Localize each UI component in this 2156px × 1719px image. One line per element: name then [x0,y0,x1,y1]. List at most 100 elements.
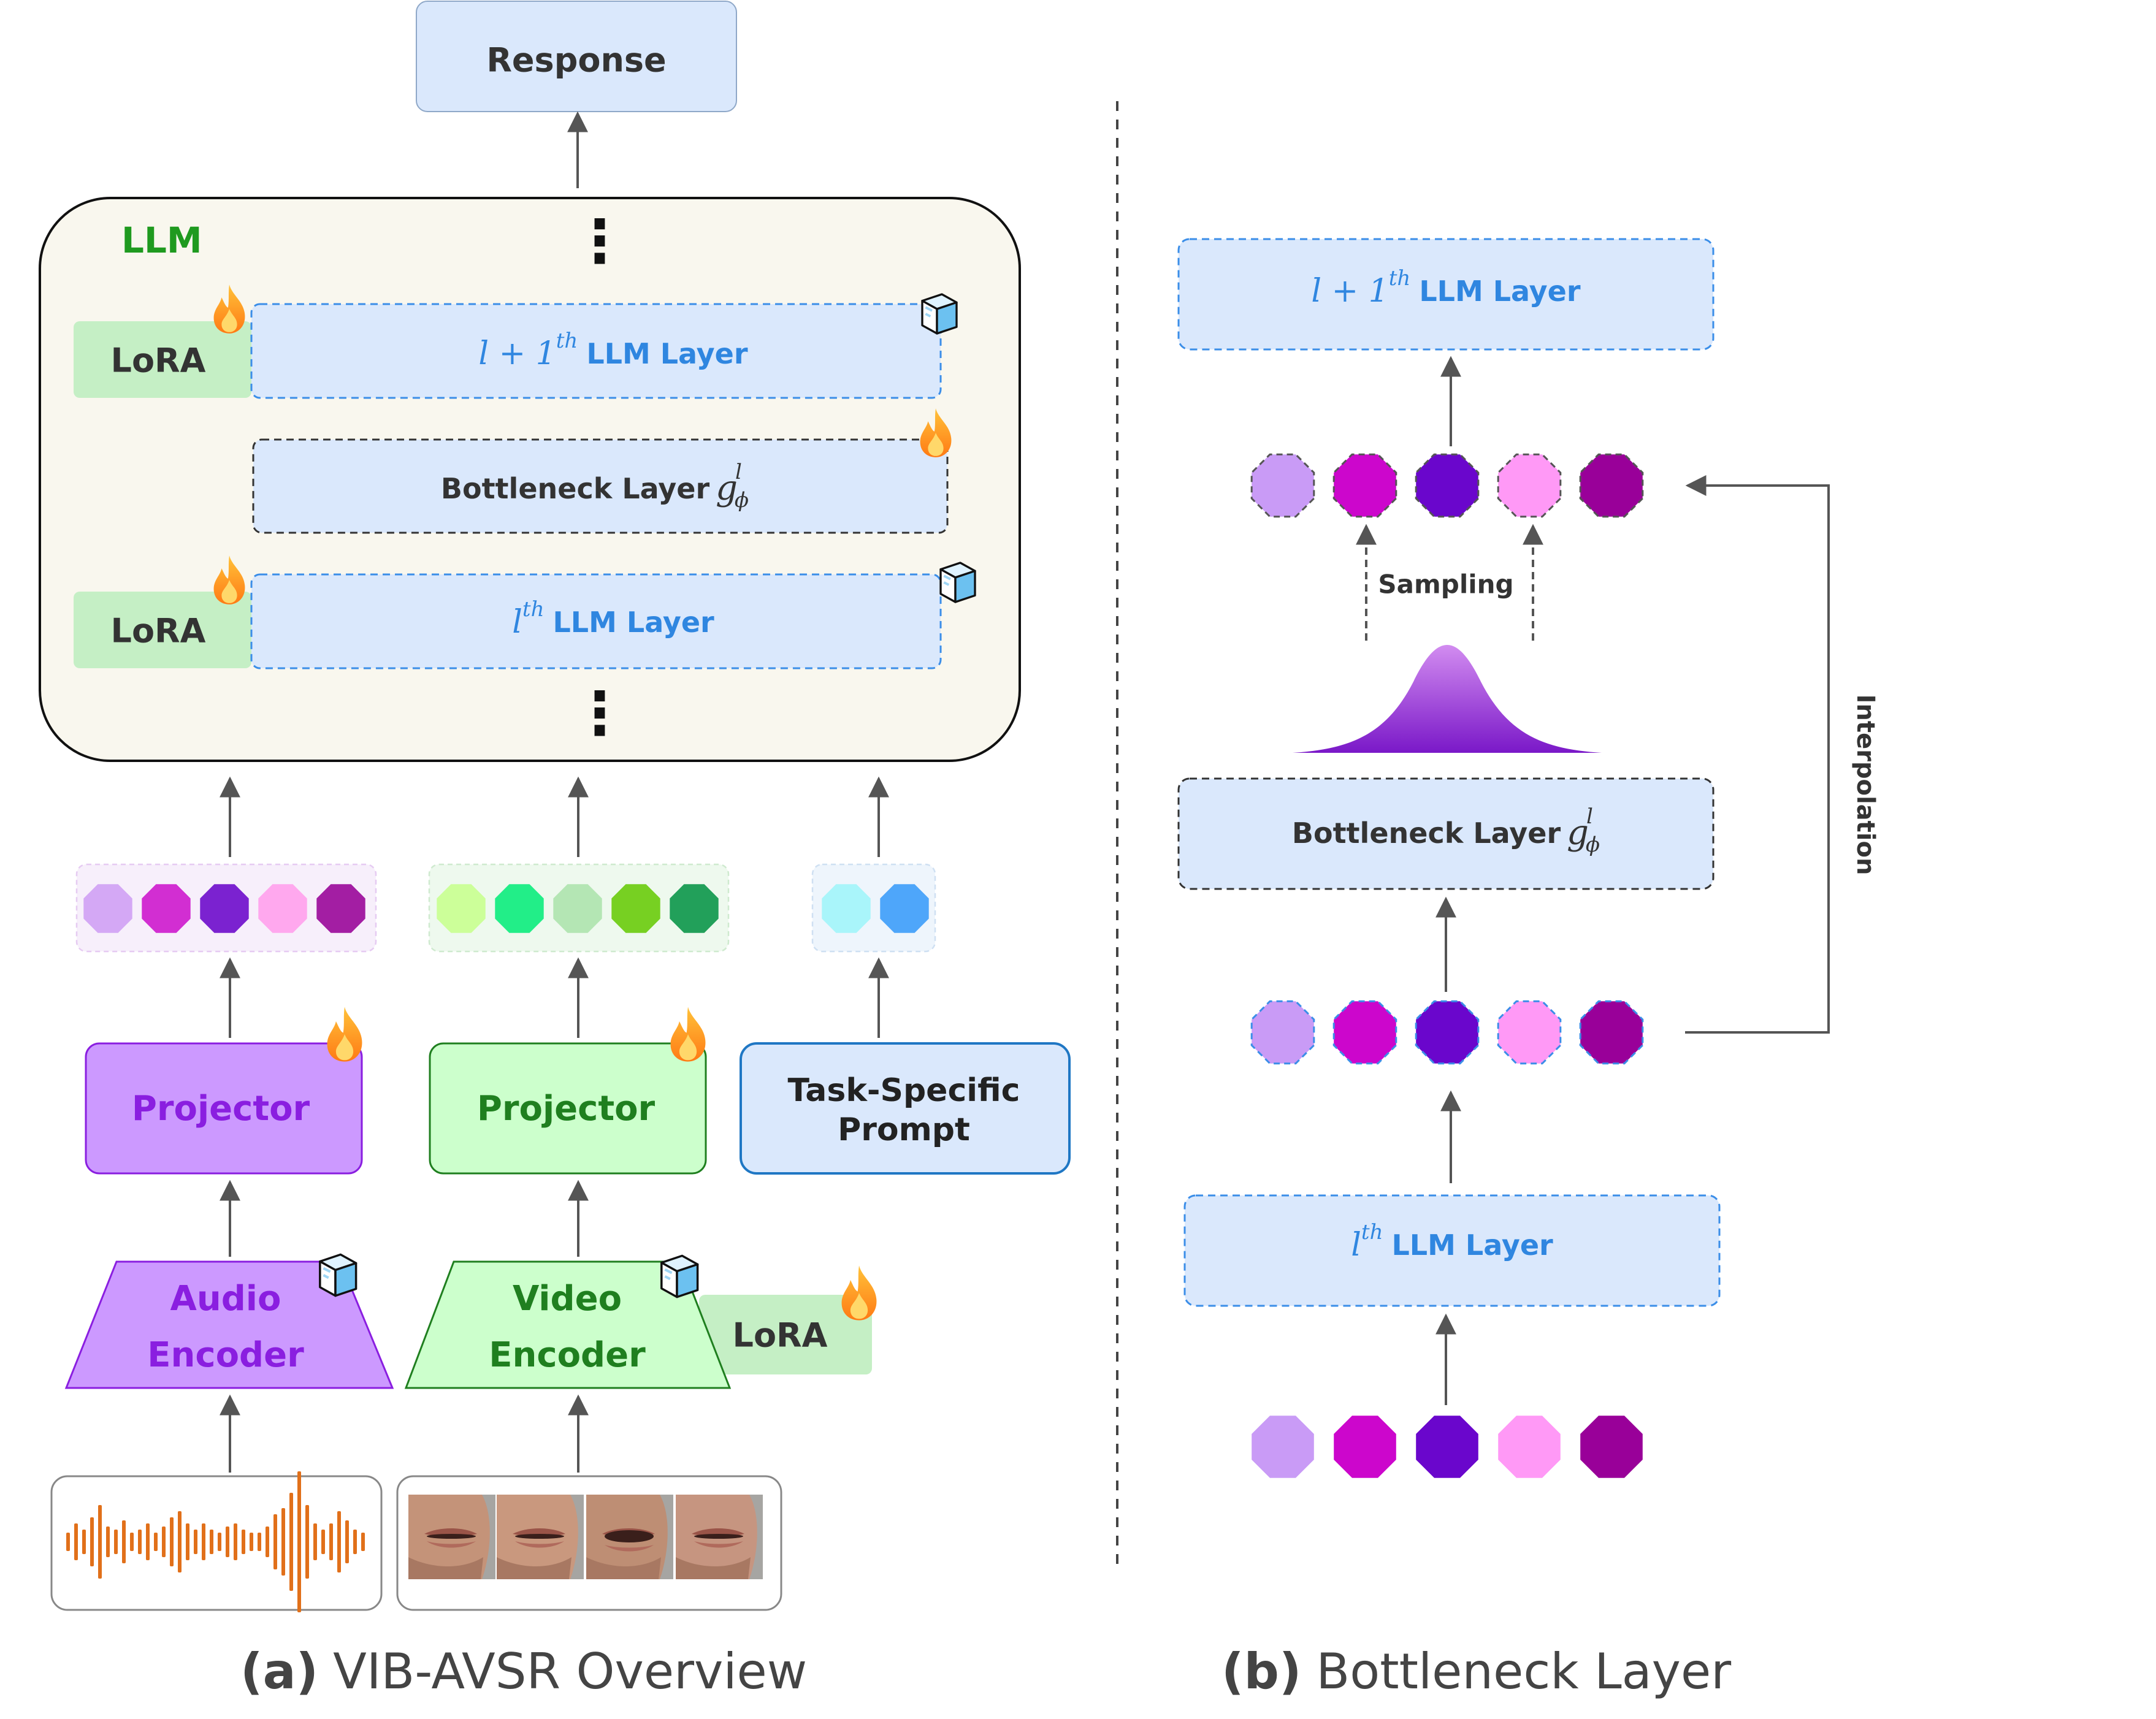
llm-layer-lower-b [1183,1194,1721,1307]
lip-video-frames [408,1495,763,1579]
token-octagon [611,884,660,933]
lora-upper [74,321,251,398]
llm-layer-lower [250,573,942,669]
waveform-bar [234,1523,237,1560]
waveform-bar [66,1533,70,1551]
audio-projector-label: Projector [132,1089,310,1129]
prompt-token-row [822,884,929,933]
token-octagon [1250,453,1315,518]
token-octagon [1498,1416,1561,1478]
waveform-bar [218,1533,221,1551]
waveform-bar [361,1533,365,1551]
token-octagon [822,884,871,933]
video-token-row [437,884,719,933]
token-octagon [880,884,929,933]
waveform-bar [194,1530,197,1554]
waveform-bar [74,1523,78,1560]
audio-token-row [83,884,365,933]
waveform-bar [130,1533,134,1551]
token-octagon [316,884,365,933]
token-octagon [83,884,132,933]
audio-encoder-line1: Audio [170,1279,281,1319]
lora-lower-label: LoRA [111,612,206,650]
bottleneck-layer-a [252,438,949,534]
audio-waveform-icon [66,1471,365,1612]
video-lora [699,1295,872,1374]
video-encoder [404,1260,732,1389]
waveform-bar [297,1471,301,1612]
token-octagon [200,884,249,933]
video-projector [429,1042,707,1175]
interpolation-path [1685,475,1830,1034]
token-octagon [1415,1000,1480,1065]
token-octagon [1579,1000,1644,1065]
token-octagon [670,884,719,933]
gaussian-distribution [1293,645,1602,753]
token-octagon [1332,1000,1397,1065]
ellipsis-top: ⋮ [570,207,629,275]
token-octagon [1334,1416,1396,1478]
waveform-bar [313,1523,317,1560]
waveform-bar [210,1530,213,1554]
task-prompt-line2: Prompt [838,1111,970,1148]
video-encoder-line1: Video [513,1279,622,1319]
lip-frame [586,1495,673,1579]
waveform-bar [273,1514,277,1569]
waveform-bar [98,1505,102,1579]
video-encoder-line2: Encoder [489,1335,646,1375]
input-token-row [1252,1416,1643,1478]
token-octagon [1332,453,1397,518]
waveform-bar [281,1508,285,1576]
waveform-bar [146,1523,150,1560]
lora-upper-label: LoRA [111,341,206,380]
lip-frame [676,1495,763,1579]
waveform-bar [337,1511,341,1572]
task-specific-prompt [740,1042,1071,1175]
token-octagon [1250,1000,1315,1065]
waveform-bar [90,1517,94,1566]
frozen-ice-cube-icon [320,1254,356,1295]
waveform-bar [266,1527,269,1557]
waveform-bar [345,1520,349,1563]
lip-frame [408,1495,495,1579]
waveform-bar [114,1530,118,1554]
audio-encoder [64,1260,394,1389]
waveform-bar [289,1493,293,1591]
frozen-ice-cube-icon [662,1256,698,1297]
waveform-bar [178,1511,182,1572]
sampled-token-row [1250,453,1644,518]
audio-projector [85,1042,363,1175]
waveform-bar [226,1527,229,1557]
waveform-bar [186,1523,189,1560]
trainable-flame-icon [327,1007,362,1062]
waveform-bar [106,1527,110,1557]
llm-layer-upper-b [1177,238,1714,351]
token-octagon [1579,453,1644,518]
trainable-flame-icon [841,1265,877,1321]
token-octagon [142,884,191,933]
token-octagon [1415,453,1480,518]
waveform-bar [202,1523,205,1560]
waveform-bar [258,1533,261,1551]
bottleneck-layer-b [1177,777,1714,890]
interpolation-label: Interpolation [1851,695,1879,875]
llm-layer-upper [250,303,942,399]
token-octagon [437,884,486,933]
waveform-bar [170,1517,174,1566]
response-label: Response [486,41,666,80]
waveform-bar [82,1530,86,1554]
lora-lower [74,592,251,668]
token-octagon [1497,1000,1562,1065]
hidden-token-row [1250,1000,1644,1065]
token-octagon [1252,1416,1314,1478]
video-lora-label: LoRA [733,1316,828,1355]
caption-b: (b)Bottleneck Layer [1221,1643,1731,1700]
caption-a: (a)VIB-AVSR Overview [240,1643,807,1700]
lip-frame [497,1495,584,1579]
